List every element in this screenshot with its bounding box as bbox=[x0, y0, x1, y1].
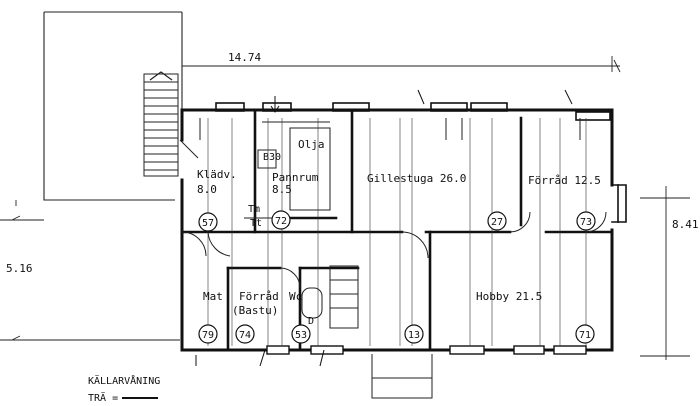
dimension-lines bbox=[0, 56, 690, 360]
room-kladv-name: Klädv. bbox=[197, 168, 237, 181]
legend-wood-label: TRÄ = bbox=[88, 391, 118, 404]
room-markers: 57 72 27 73 79 74 53 13 71 bbox=[198, 210, 596, 344]
label-d: D bbox=[308, 316, 314, 327]
room-mat: Mat bbox=[203, 290, 223, 303]
small-labels: B30 Tm Tt D bbox=[248, 152, 314, 327]
timber-lines bbox=[207, 118, 587, 346]
door-swings bbox=[179, 139, 607, 289]
room-labels: Klädv. 8.0 Pannrum 8.5 Olja Gillestuga 2… bbox=[197, 138, 601, 317]
marker-73: 73 bbox=[580, 217, 592, 228]
room-pannrum-area: 8.5 bbox=[272, 183, 292, 196]
room-forrad-bastu-sub: (Bastu) bbox=[232, 304, 278, 317]
marker-79: 79 bbox=[202, 330, 214, 341]
legend: KÄLLARVÅNING TRÄ = bbox=[88, 374, 160, 404]
top-windows bbox=[215, 102, 611, 121]
room-olja-name: Olja bbox=[298, 138, 325, 151]
label-tm: Tm bbox=[248, 204, 260, 215]
dim-height-right: 8.41 bbox=[672, 218, 699, 231]
bay-window bbox=[611, 184, 627, 223]
room-hobby: Hobby 21.5 bbox=[476, 290, 542, 303]
direction-marks bbox=[195, 89, 573, 367]
label-b30: B30 bbox=[263, 152, 281, 163]
room-forrad-bastu-name: Förråd bbox=[239, 290, 279, 303]
marker-72: 72 bbox=[275, 216, 287, 227]
interior-walls bbox=[180, 108, 614, 352]
room-gillestuga: Gillestuga 26.0 bbox=[367, 172, 466, 185]
legend-title: KÄLLARVÅNING bbox=[88, 374, 160, 387]
room-forrad-upper: Förråd 12.5 bbox=[528, 174, 601, 187]
room-pannrum-name: Pannrum bbox=[272, 171, 319, 184]
marker-53: 53 bbox=[295, 330, 307, 341]
dimension-labels: 14.74 8.41 5.16 bbox=[6, 51, 699, 275]
dim-width-top: 14.74 bbox=[228, 51, 261, 64]
outer-walls bbox=[180, 108, 614, 352]
marker-74: 74 bbox=[239, 330, 251, 341]
marker-13: 13 bbox=[408, 330, 420, 341]
room-wc: Wc bbox=[289, 290, 302, 303]
label-tt: Tt bbox=[250, 218, 262, 229]
room-kladv-area: 8.0 bbox=[197, 183, 217, 196]
marker-57: 57 bbox=[202, 218, 214, 229]
bottom-windows bbox=[266, 345, 587, 355]
bottom-steps bbox=[371, 354, 433, 399]
marker-27: 27 bbox=[491, 217, 503, 228]
dim-height-left: 5.16 bbox=[6, 262, 33, 275]
external-stair bbox=[143, 71, 179, 177]
marker-71: 71 bbox=[579, 330, 591, 341]
